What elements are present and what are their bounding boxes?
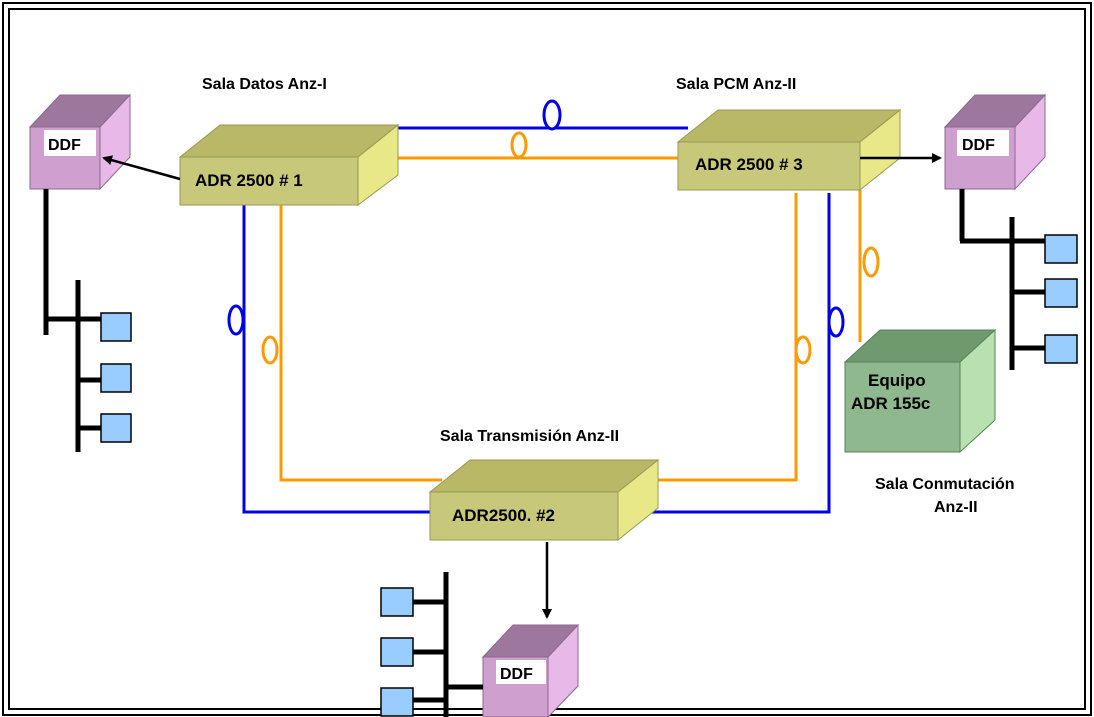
ddf-right: DDF <box>943 93 1047 191</box>
terminal-icon <box>1044 234 1078 364</box>
terminal-icon <box>380 587 414 717</box>
room-label-pcm: Sala PCM Anz-II <box>676 76 796 93</box>
ddf-right-label: DDF <box>962 137 995 154</box>
terminal-icon <box>100 312 132 443</box>
room-label-conmutacion-2: Anz-II <box>934 499 978 516</box>
right-terminal-tree <box>959 189 1045 370</box>
equipo-label-line2: ADR 155c <box>851 394 930 413</box>
bottom-terminal-tree <box>413 572 483 717</box>
room-label-datos: Sala Datos Anz-I <box>202 76 327 93</box>
adr-node-2-label: ADR2500. #2 <box>452 506 555 525</box>
room-label-conmutacion: Sala Conmutación <box>875 476 1015 493</box>
left-terminal-tree <box>43 189 101 452</box>
ddf-left: DDF <box>28 93 132 191</box>
room-label-transmision: Sala Transmisión Anz-II <box>440 428 619 445</box>
adr-node-1: ADR 2500 # 1 <box>178 123 400 206</box>
blue-fiber-ring <box>242 126 831 514</box>
adr-node-1-label: ADR 2500 # 1 <box>195 171 303 190</box>
adr-node-2: ADR2500. #2 <box>428 458 660 542</box>
connector-arrows <box>102 153 942 619</box>
orange-fiber-ring <box>279 156 862 482</box>
equipo-label-line1: Equipo <box>868 371 926 390</box>
equipo-adr155c: Equipo ADR 155c <box>843 328 997 454</box>
adr-node-3-label: ADR 2500 # 3 <box>695 155 803 174</box>
fiber-loop-icon <box>227 99 880 365</box>
adr-node-3: ADR 2500 # 3 <box>676 108 902 192</box>
ddf-bottom: DDF <box>481 623 580 717</box>
ddf-left-label: DDF <box>48 137 81 154</box>
ddf-bottom-label: DDF <box>500 666 533 683</box>
